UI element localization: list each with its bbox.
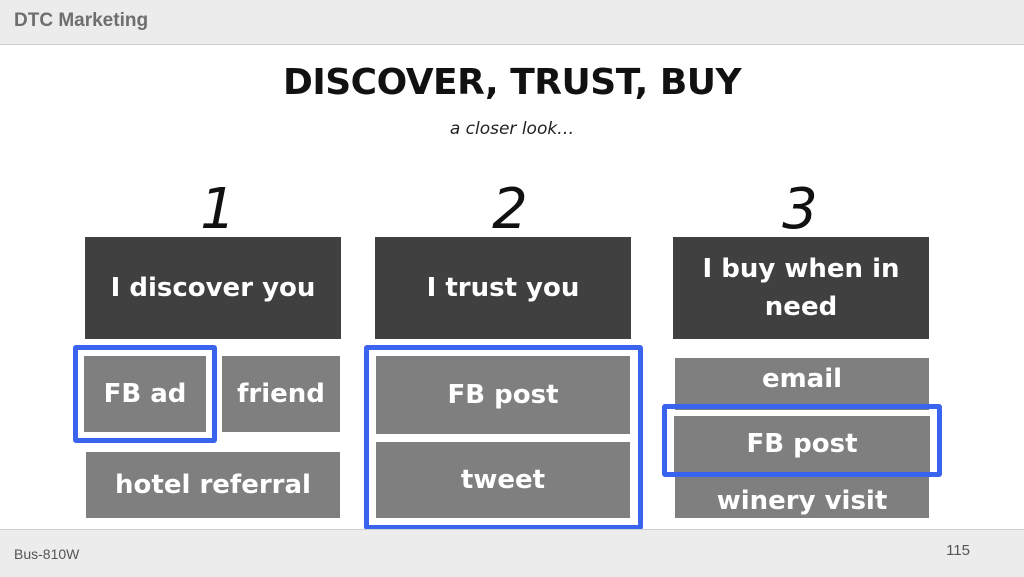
step-heading-buy: I buy when in need <box>673 237 929 339</box>
step-number-2: 2 <box>492 177 528 242</box>
item-friend: friend <box>220 354 342 434</box>
header-title: DTC Marketing <box>14 10 149 31</box>
highlight-fb-post-buy <box>662 404 942 477</box>
slide-title: DISCOVER, TRUST, BUY <box>282 62 742 103</box>
step-heading-discover: I discover you <box>85 237 341 339</box>
item-tweet: tweet <box>374 440 632 520</box>
highlight-trust-items <box>364 345 643 530</box>
item-email: email <box>673 356 931 412</box>
course-code: Bus-810W <box>14 546 80 562</box>
item-fb-post-buy: FB post <box>672 414 932 474</box>
page-number: 115 <box>946 542 970 559</box>
item-winery-visit: winery visit <box>673 474 931 520</box>
step-heading-trust: I trust you <box>375 237 631 339</box>
slide-subtitle: a closer look… <box>449 119 575 139</box>
slide-footer: Bus-810W 115 <box>0 529 1024 577</box>
step-number-1: 1 <box>200 177 236 242</box>
item-hotel-referral: hotel referral <box>84 450 342 520</box>
highlight-fb-ad <box>73 345 217 443</box>
step-number-3: 3 <box>782 177 818 242</box>
item-fb-post-trust: FB post <box>374 354 632 436</box>
slide-header: DTC Marketing <box>0 0 1024 45</box>
item-fb-ad: FB ad <box>82 354 208 434</box>
